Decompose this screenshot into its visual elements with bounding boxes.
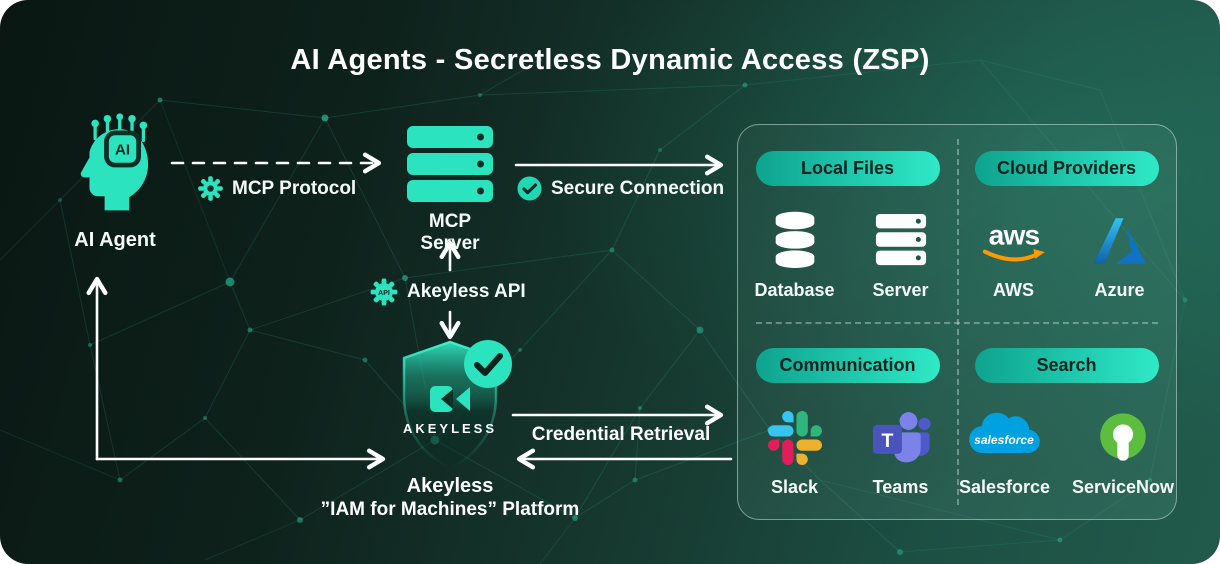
azure-logo	[1093, 217, 1146, 264]
page-title: AI Agents - Secretless Dynamic Access (Z…	[290, 44, 930, 76]
panel-item-teams: T Teams	[859, 405, 943, 498]
category-pill: Communication	[755, 348, 940, 383]
category-pill: Local Files	[755, 151, 940, 186]
svg-text:salesforce: salesforce	[975, 433, 1035, 447]
mcp-server-node: MCP Server	[404, 126, 496, 255]
server-icon	[875, 213, 926, 265]
api-gear-icon: API	[370, 278, 398, 306]
mcp-protocol-text: MCP Protocol	[232, 177, 357, 199]
akeyless-api-label: API Akeyless API	[370, 278, 526, 306]
category-pill: Search	[974, 348, 1159, 383]
servicenow-logo	[1100, 412, 1146, 461]
verified-check-icon	[464, 340, 512, 388]
credential-retrieval-label: Credential Retrieval	[531, 424, 711, 445]
quadrant-communication: Communication Slack	[738, 322, 957, 519]
ai-badge: AI	[115, 142, 130, 159]
panel-item-slack: Slack	[753, 405, 837, 498]
targets-panel: Local Files Database	[737, 124, 1177, 520]
svg-text:T: T	[881, 429, 893, 451]
akeyless-logo-text: AKEYLESS	[403, 421, 497, 436]
quadrant-search: Search	[957, 322, 1176, 519]
panel-item-salesforce: salesforce Salesforce	[959, 405, 1050, 498]
item-label: Database	[754, 279, 835, 300]
category-pill: Cloud Providers	[974, 151, 1159, 186]
panel-item-servicenow: ServiceNow	[1072, 405, 1174, 498]
item-label: Azure	[1094, 279, 1145, 300]
akeyless-platform-label: Akeyless ”IAM for Machines” Platform	[280, 474, 620, 522]
item-label: Salesforce	[958, 476, 1050, 497]
gear-icon	[198, 176, 223, 201]
akeyless-tagline: ”IAM for Machines” Platform	[320, 499, 580, 520]
panel-item-database: Database	[753, 208, 837, 301]
aws-logo: aws	[982, 218, 1045, 261]
mcp-server-icon	[404, 126, 496, 202]
akeyless-logo-mark	[430, 386, 470, 412]
mcp-protocol-label: MCP Protocol	[198, 176, 356, 201]
akeyless-shield: AKEYLESS	[394, 338, 512, 472]
panel-item-server: Server	[859, 208, 943, 301]
ai-agent-label: AI Agent	[74, 229, 156, 251]
panel-item-aws: aws AWS	[972, 208, 1056, 301]
item-label: Teams	[872, 476, 929, 497]
quadrant-cloud-providers: Cloud Providers aws AWS	[957, 125, 1176, 322]
panel-divider-horizontal	[756, 322, 1158, 324]
panel-item-azure: Azure	[1078, 208, 1162, 301]
quadrant-local-files: Local Files Database	[738, 125, 957, 322]
item-label: AWS	[992, 279, 1034, 300]
mcp-server-label: MCP Server	[420, 211, 480, 254]
akeyless-api-text: Akeyless API	[407, 281, 526, 302]
database-icon	[775, 211, 814, 268]
secure-connection-text: Secure Connection	[551, 177, 725, 199]
slack-logo	[767, 410, 822, 465]
item-label: Server	[872, 279, 929, 300]
salesforce-logo: salesforce	[969, 412, 1041, 453]
ai-agent-icon: AI	[80, 113, 149, 211]
panel-divider-vertical	[957, 139, 959, 505]
ai-agent-node: AI AI Agent	[56, 112, 174, 252]
svg-text:aws: aws	[988, 218, 1039, 250]
item-label: ServiceNow	[1072, 476, 1175, 497]
teams-logo: T	[872, 411, 931, 462]
api-badge: API	[378, 290, 390, 297]
secure-connection-label: Secure Connection	[517, 176, 724, 201]
item-label: Slack	[770, 476, 819, 497]
check-circle-icon	[517, 176, 542, 201]
akeyless-name: Akeyless	[406, 475, 494, 497]
